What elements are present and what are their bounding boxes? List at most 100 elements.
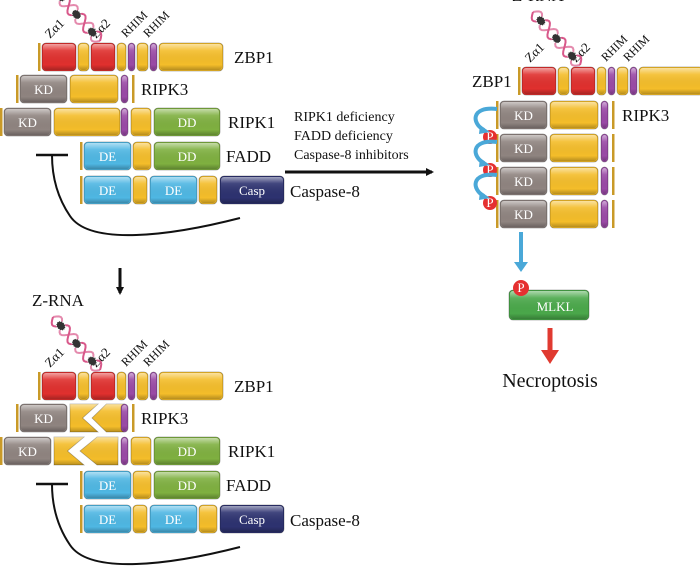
arrowhead [514,262,528,272]
rhim-domain [149,371,158,401]
ripk1-intermediate [53,107,121,137]
de-text: DE [99,512,116,527]
ripk3-stick [16,404,19,432]
kd-text: KD [514,141,533,156]
ripk1-rhim [120,436,129,466]
zbp1-label: ZBP1 [234,48,274,67]
fadd-stick [80,471,83,499]
z-rna-helix [530,10,583,67]
ripk1-kd-domain [3,107,52,137]
ripk3-stick [612,167,615,195]
ripk3-kd-domain [499,133,548,163]
linker [116,371,127,401]
fadd-de-domain [83,141,132,171]
zbp1-stick [518,67,521,95]
fadd-label: FADD [226,476,271,495]
ripk3-rhim [600,133,609,163]
zbp1-stick [38,43,41,71]
linker [130,107,152,137]
rhim-tag: RHIM [140,337,172,369]
za2-domain [90,371,116,401]
dd-text: DD [178,444,197,459]
fadd-de-domain [83,470,132,500]
kd-text: KD [514,207,533,222]
casp-text: Casp [239,183,265,198]
panel-top_left: Zα1Zα2RHIMRHIMZ-RNAZBP1KDRIPK3KDDDRIPK1D… [0,0,360,237]
zbp1-label: ZBP1 [472,72,512,91]
ripk1-dd-domain [153,107,221,137]
z-rna-helix [50,315,103,372]
ripk3-kd-domain [499,166,548,196]
phospho-site: P [483,195,497,210]
ripk3-kd-domain [499,199,548,229]
ripk1-cleaved-c [79,436,119,466]
za1-domain [41,42,77,72]
autophosphorylation-arrow [473,106,498,132]
kd-text: KD [18,444,37,459]
rhim-domain [629,66,638,96]
phospho-text: P [517,280,524,295]
mlkl-protein [508,289,590,321]
casp8-label: Caspase-8 [290,511,360,530]
casp8-cleavage-inhibition-curve [51,154,241,237]
arrowhead [479,158,490,167]
ripk1-stick [0,437,3,465]
ripk3-middle [549,100,599,130]
linker [130,436,152,466]
ripk1-label: RIPK1 [228,113,275,132]
linker [136,371,149,401]
linker [132,141,152,171]
ripk3-stick [496,134,499,162]
ripk3-stick [496,101,499,129]
ripk3-stick [612,101,615,129]
ripk3-middle [549,199,599,229]
linker [136,42,149,72]
linker [116,42,127,72]
dd-text: DD [178,478,197,493]
kd-text: KD [514,108,533,123]
casp8-de1-domain [83,175,132,205]
ripk3-stick [132,75,135,103]
linker [77,42,90,72]
ripk3-kd-domain [19,74,68,104]
rhim-domain [607,66,616,96]
fadd-dd-domain [153,141,221,171]
arrowhead [479,191,490,200]
z-rna-label: Z-RNA [32,291,85,310]
linker [596,66,607,96]
za2-domain [570,66,596,96]
ripk1-rhim [120,107,129,137]
fadd-label: FADD [226,147,271,166]
fadd-dd-domain [153,470,221,500]
casp8-stick [80,176,83,204]
ripk3-rhim [600,166,609,196]
zbp1-c-terminal [158,42,224,72]
kd-text: KD [34,82,53,97]
za1-tag: Zα1 [42,15,68,41]
phospho-text: P [486,129,493,144]
ripk3-stick [612,200,615,228]
ripk3-rhim [120,74,129,104]
rhim-domain [149,42,158,72]
ripk3-cleaved-c [91,403,125,433]
ripk3-label: RIPK3 [622,106,669,125]
fadd-stick [80,142,83,170]
ripk3-rhim [120,403,129,433]
z-rna-label: Z-RNA [512,0,565,5]
zbp1-c-terminal [638,66,700,96]
rhim-domain [127,371,136,401]
autophosphorylation-arrow [473,139,498,165]
linker [198,175,218,205]
de-text: DE [165,183,182,198]
ripk1-dd-domain [153,436,221,466]
ripk3-middle [549,166,599,196]
kd-text: KD [18,115,37,130]
za1-tag: Zα1 [522,39,548,65]
rhim-tag: RHIM [620,32,652,64]
autophosphorylation-arrow [473,172,498,198]
z-rna-helix [55,0,103,43]
zbp1-stick [38,372,41,400]
de-text: DE [165,512,182,527]
